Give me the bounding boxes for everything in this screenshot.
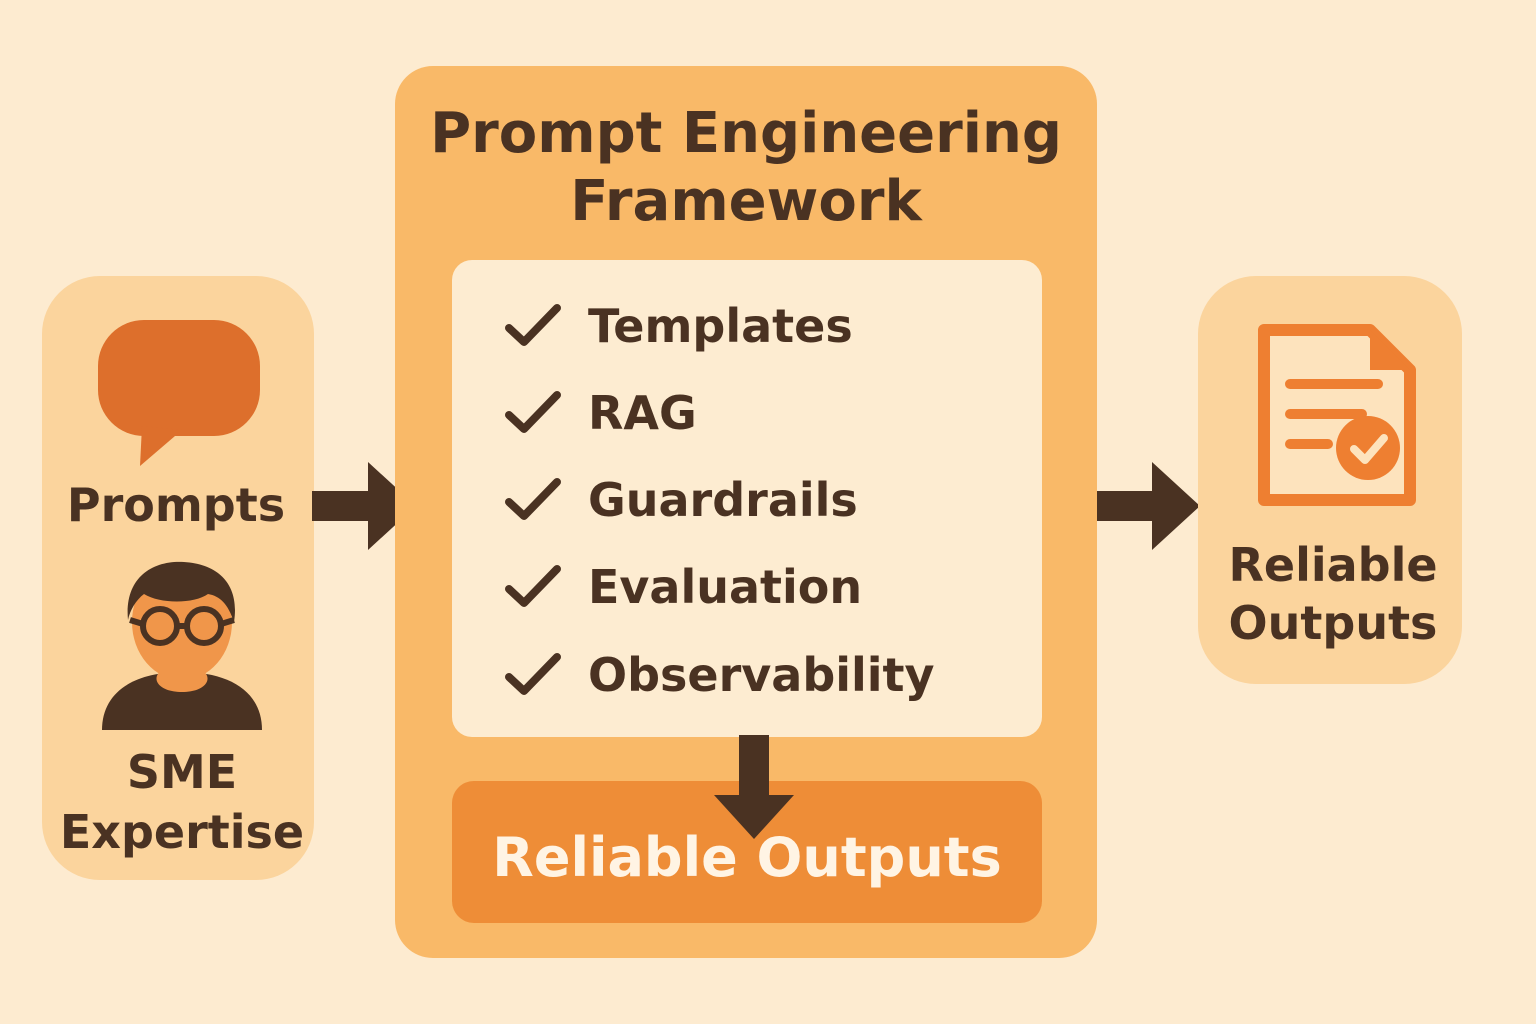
sme-label-line2: Expertise xyxy=(59,805,305,859)
document-check-icon xyxy=(1258,324,1416,506)
checklist-item: Evaluation xyxy=(504,547,1024,627)
checklist-item: Observability xyxy=(504,635,1024,715)
arrow-down-icon xyxy=(714,735,794,839)
person-with-glasses-icon xyxy=(102,561,262,730)
arrow-right-icon xyxy=(1096,462,1200,550)
checkmark-icon xyxy=(505,478,561,520)
framework-title-line1: Prompt Engineering xyxy=(430,101,1062,166)
checklist-item-label: Observability xyxy=(588,648,935,702)
framework-title: Prompt Engineering Framework xyxy=(395,100,1097,236)
checklist-item-label: Guardrails xyxy=(588,473,858,527)
checkmark-icon xyxy=(505,391,561,433)
sme-expertise-label: SME Expertise xyxy=(42,742,322,862)
framework-title-line2: Framework xyxy=(570,169,922,234)
checklist-item-label: Templates xyxy=(588,299,853,353)
output-label-line2: Outputs xyxy=(1228,596,1438,650)
checklist-item-label: Evaluation xyxy=(588,560,863,614)
checklist-item-label: RAG xyxy=(588,386,697,440)
checklist-item: Templates xyxy=(504,286,1024,366)
checklist-item: RAG xyxy=(504,373,1024,453)
sme-label-line1: SME xyxy=(126,745,238,799)
chat-bubble-icon xyxy=(98,320,260,466)
reliable-outputs-label: Reliable Outputs xyxy=(1198,536,1468,652)
checklist-card xyxy=(452,260,1042,737)
arrow-right-icon xyxy=(312,462,416,550)
checkmark-icon xyxy=(505,304,561,346)
checklist-item: Guardrails xyxy=(504,460,1024,540)
framework-output-label: Reliable Outputs xyxy=(492,826,1002,889)
checkmark-icon xyxy=(505,565,561,607)
prompts-label: Prompts xyxy=(66,478,286,532)
output-label-line1: Reliable xyxy=(1228,538,1438,592)
checkmark-icon xyxy=(505,653,561,695)
